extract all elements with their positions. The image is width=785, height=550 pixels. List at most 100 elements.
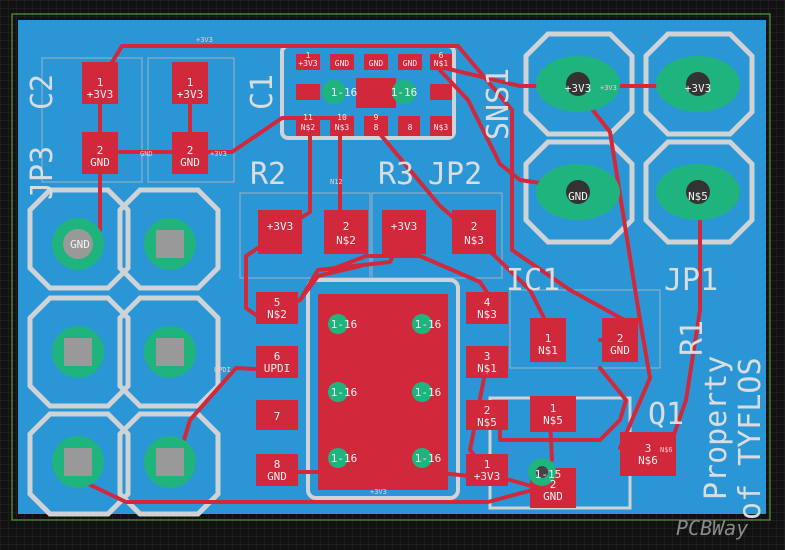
label-c1: C1 (245, 74, 280, 110)
svg-text:1-16: 1-16 (331, 452, 358, 465)
svg-text:GND: GND (610, 344, 630, 357)
label-sns1: SNS1 (481, 68, 516, 140)
svg-text:N$3: N$3 (477, 308, 497, 321)
svg-text:GND: GND (140, 150, 153, 158)
svg-text:+3V3: +3V3 (196, 36, 213, 44)
r2-pad-1 (258, 210, 302, 254)
svg-text:N$3: N$3 (434, 123, 449, 132)
svg-text:1: 1 (97, 76, 104, 89)
svg-text:N$5: N$5 (688, 190, 708, 203)
svg-text:GND: GND (369, 59, 384, 68)
svg-text:1-16: 1-16 (331, 386, 358, 399)
svg-text:N12: N12 (330, 178, 343, 186)
svg-text:GND: GND (90, 156, 110, 169)
svg-text:7: 7 (274, 410, 281, 423)
label-r2: R2 (250, 157, 286, 192)
svg-text:+3V3: +3V3 (298, 59, 317, 68)
svg-text:1-16: 1-16 (415, 452, 442, 465)
svg-text:N$2: N$2 (336, 234, 356, 247)
label-r1: R1 (675, 320, 710, 356)
svg-text:8: 8 (374, 123, 379, 132)
svg-text:1: 1 (187, 76, 194, 89)
svg-text:GND: GND (568, 190, 588, 203)
svg-text:N$5: N$5 (477, 416, 497, 429)
svg-text:11: 11 (303, 113, 313, 122)
svg-text:1-16: 1-16 (331, 318, 358, 331)
svg-text:2: 2 (343, 220, 350, 233)
svg-text:GND: GND (180, 156, 200, 169)
svg-text:6: 6 (274, 350, 281, 363)
svg-text:+3V3: +3V3 (474, 470, 501, 483)
label-jp1: JP1 (664, 263, 718, 298)
svg-text:10: 10 (337, 113, 347, 122)
svg-text:N$5: N$5 (543, 414, 563, 427)
svg-text:+3V3: +3V3 (267, 220, 294, 233)
svg-text:+3V3: +3V3 (370, 488, 387, 496)
svg-text:+3V3: +3V3 (391, 220, 418, 233)
svg-text:N$1: N$1 (538, 344, 558, 357)
label-of-tyflos: of TYFLOS (733, 357, 768, 520)
svg-text:1: 1 (306, 51, 311, 60)
svg-text:+3V3: +3V3 (177, 88, 204, 101)
r1-pad-2 (602, 318, 638, 362)
label-jp2: JP2 (428, 157, 482, 192)
svg-text:3: 3 (645, 442, 652, 455)
svg-text:UPDI: UPDI (264, 362, 291, 375)
svg-text:GND: GND (543, 490, 563, 503)
label-jp3: JP3 (25, 146, 60, 200)
label-q1: Q1 (648, 397, 684, 432)
svg-text:N$3: N$3 (464, 234, 484, 247)
svg-text:8: 8 (408, 123, 413, 132)
svg-text:5: 5 (274, 296, 281, 309)
c2-pad-1 (82, 62, 118, 104)
r3-pad-2 (452, 210, 496, 254)
svg-text:2: 2 (617, 332, 624, 345)
svg-text:N$6: N$6 (638, 454, 658, 467)
pcbway-watermark: PCBWay (676, 516, 748, 540)
c2-pad-2 (82, 132, 118, 174)
svg-text:+3V3: +3V3 (210, 150, 227, 158)
svg-text:N$1: N$1 (477, 362, 497, 375)
svg-text:9: 9 (374, 113, 379, 122)
r2-pad-2 (324, 210, 368, 254)
svg-text:3: 3 (484, 350, 491, 363)
svg-text:1: 1 (484, 458, 491, 471)
svg-text:N$6: N$6 (660, 446, 673, 454)
svg-text:GND: GND (335, 59, 350, 68)
board-outline (11, 13, 771, 521)
svg-text:8: 8 (274, 458, 281, 471)
svg-text:2: 2 (97, 144, 104, 157)
svg-text:2: 2 (471, 220, 478, 233)
svg-text:4: 4 (484, 296, 491, 309)
label-r3: R3 (378, 157, 414, 192)
label-ic1: IC1 (506, 263, 560, 298)
svg-text:2: 2 (187, 144, 194, 157)
svg-text:1-15: 1-15 (535, 468, 562, 481)
svg-text:1: 1 (550, 402, 557, 415)
label-c2: C2 (25, 74, 60, 110)
svg-text:N$2: N$2 (301, 123, 316, 132)
svg-text:1-16: 1-16 (415, 386, 442, 399)
svg-text:GND: GND (70, 238, 90, 251)
r1-pad-1 (530, 318, 566, 362)
svg-text:1-16: 1-16 (331, 86, 358, 99)
svg-text:1-16: 1-16 (415, 318, 442, 331)
svg-text:+3V3: +3V3 (565, 82, 592, 95)
svg-text:2: 2 (550, 478, 557, 491)
svg-text:+3V3: +3V3 (685, 82, 712, 95)
svg-text:+3V3: +3V3 (87, 88, 114, 101)
svg-text:2: 2 (484, 404, 491, 417)
svg-text:GND: GND (403, 59, 418, 68)
svg-text:6: 6 (439, 51, 444, 60)
svg-text:1: 1 (545, 332, 552, 345)
svg-text:+3V3: +3V3 (600, 84, 617, 92)
label-property: Property (699, 356, 734, 501)
svg-text:GND: GND (267, 470, 287, 483)
r3-pad-1 (382, 210, 426, 254)
svg-text:N$2: N$2 (267, 308, 287, 321)
svg-text:N$3: N$3 (335, 123, 350, 132)
c1-pad-1 (172, 62, 208, 104)
svg-text:N$1: N$1 (434, 59, 449, 68)
svg-text:UPDI: UPDI (214, 366, 231, 374)
